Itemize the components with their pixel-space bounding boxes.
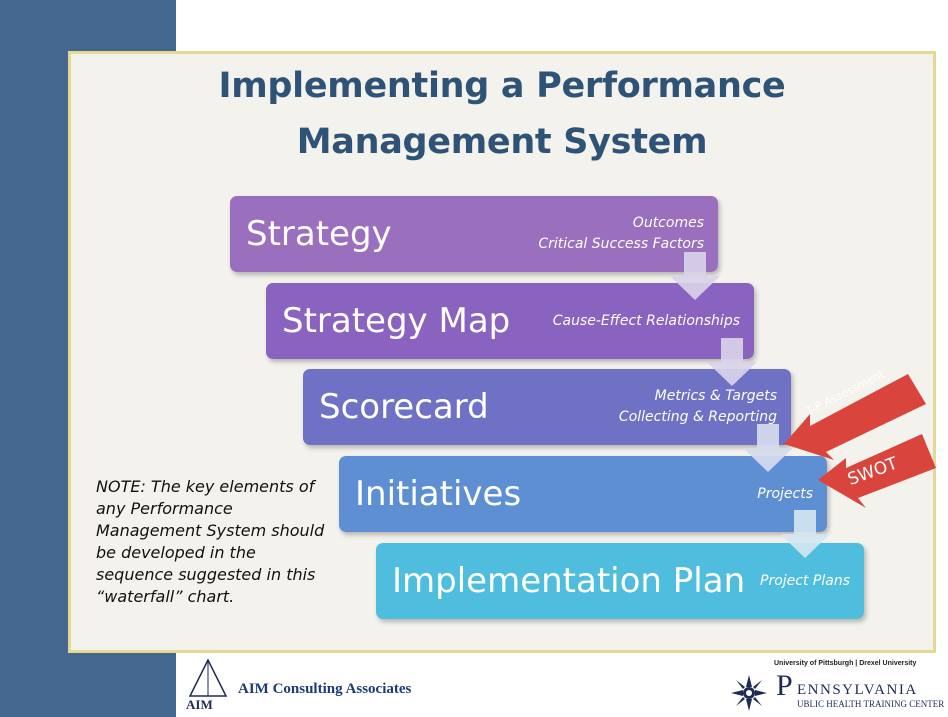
top-strip [176, 0, 948, 44]
swot-arrow-icon [818, 434, 936, 508]
aim-logo-icon [188, 658, 228, 697]
title-line-2: Management System [296, 122, 708, 162]
pennsylvania-emblem-icon [731, 675, 767, 711]
step-note: Cause-Effect Relationships [552, 312, 740, 329]
university-text: University of Pittsburgh | Drexel Univer… [774, 660, 917, 667]
assessment-arrow-icon [784, 374, 926, 460]
step-initiatives: Initiatives Projects [339, 456, 827, 532]
step-label: Initiatives [355, 474, 522, 514]
step-notes: Projects [757, 456, 813, 532]
step-label: Strategy [246, 214, 392, 254]
step-label: Implementation Plan [392, 561, 746, 601]
step-note: Projects [757, 485, 813, 502]
aim-logo-text: AIM [186, 697, 213, 712]
step-scorecard: Scorecard Metrics & Targets Collecting &… [303, 369, 791, 445]
down-arrow-icon [743, 424, 793, 472]
step-note: Critical Success Factors [538, 236, 704, 252]
slide-title: Implementing a Performance Management Sy… [68, 58, 936, 170]
down-arrow-icon [670, 252, 720, 300]
step-notes: Outcomes Critical Success Factors [538, 196, 704, 272]
note-text: NOTE: The key elements of any Performanc… [96, 477, 325, 606]
step-notes: Project Plans [760, 543, 850, 619]
step-notes: Cause-Effect Relationships [553, 283, 740, 359]
training-center-text: UBLIC HEALTH TRAINING CENTER [797, 699, 945, 709]
down-arrow-icon [780, 510, 830, 558]
step-implementation-plan: Implementation Plan Project Plans [376, 543, 864, 619]
aim-consulting-name: AIM Consulting Associates [238, 681, 412, 697]
step-notes: Metrics & Targets Collecting & Reporting [619, 369, 777, 445]
step-strategy: Strategy Outcomes Critical Success Facto… [230, 196, 718, 272]
pennsylvania-wordmark: ENNSYLVANIA [797, 682, 918, 698]
pennsylvania-initial: P [776, 669, 793, 702]
step-strategy-map: Strategy Map Cause-Effect Relationships [266, 283, 754, 359]
step-note: Outcomes [632, 215, 704, 231]
down-arrow-icon [707, 338, 757, 386]
step-note: Metrics & Targets [654, 388, 777, 404]
step-label: Scorecard [319, 387, 489, 427]
step-note: Collecting & Reporting [618, 409, 777, 425]
step-label: Strategy Map [282, 301, 511, 341]
step-note: Project Plans [760, 572, 850, 589]
title-line-1: Implementing a Performance [218, 66, 786, 106]
